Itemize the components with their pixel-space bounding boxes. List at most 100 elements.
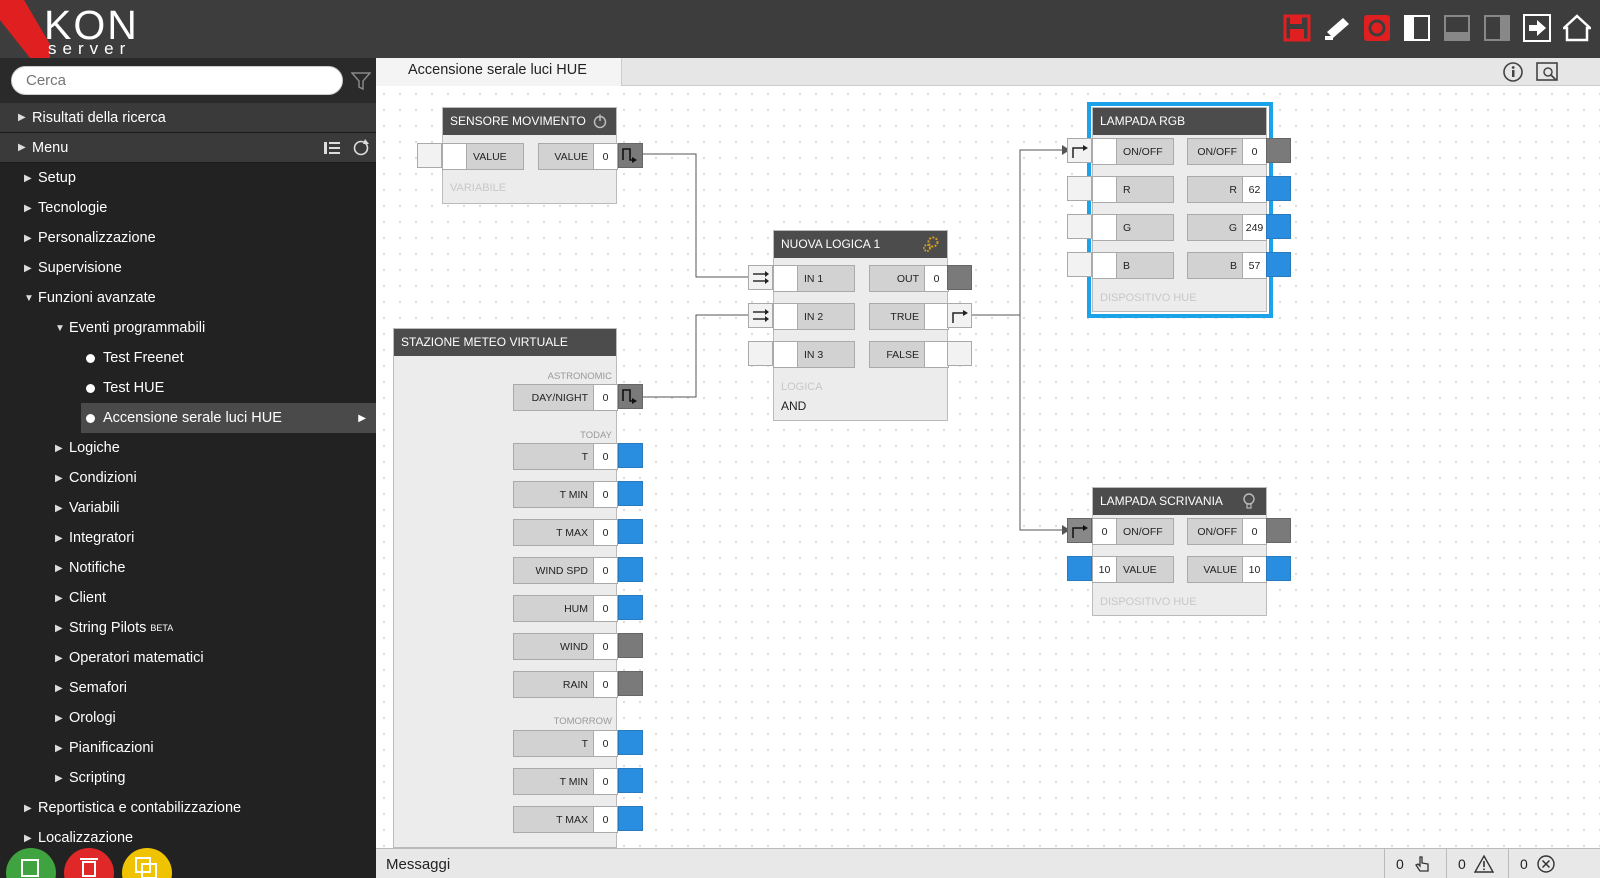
sidebar-item-operatori-matematici[interactable]: ▶Operatori matematici bbox=[0, 643, 376, 673]
panel-right-icon[interactable] bbox=[1482, 12, 1512, 44]
output-connector[interactable] bbox=[618, 730, 643, 755]
sidebar-item-localizzazione[interactable]: ▶Localizzazione bbox=[0, 823, 376, 853]
sidebar-item-test-freenet[interactable]: Test Freenet bbox=[0, 343, 376, 373]
power-icon[interactable] bbox=[592, 113, 608, 132]
gear-icon[interactable] bbox=[921, 235, 941, 256]
output-connector[interactable] bbox=[1266, 556, 1291, 581]
search-results-header[interactable]: ▶Risultati della ricerca bbox=[0, 103, 376, 133]
rgb-in-r[interactable]: R bbox=[1092, 176, 1174, 203]
filter-icon[interactable] bbox=[350, 71, 372, 96]
delete-button[interactable] bbox=[64, 848, 114, 878]
save-icon[interactable] bbox=[1282, 12, 1312, 44]
daynight-output-connector[interactable] bbox=[618, 384, 643, 409]
rgb-onoff-in-connector[interactable] bbox=[1067, 138, 1092, 163]
zoom-window-icon[interactable] bbox=[1536, 61, 1560, 88]
sidebar-item-condizioni[interactable]: ▶Condizioni bbox=[0, 463, 376, 493]
rgb-in-b[interactable]: B bbox=[1092, 252, 1174, 279]
false-connector[interactable] bbox=[947, 341, 972, 366]
logic-true[interactable]: TRUE bbox=[869, 303, 949, 330]
rgb-g-in-connector[interactable] bbox=[1067, 214, 1092, 239]
rgb-r-in-connector[interactable] bbox=[1067, 176, 1092, 201]
sidebar-item-notifiche[interactable]: ▶Notifiche bbox=[0, 553, 376, 583]
menu-header[interactable]: ▶Menu bbox=[0, 133, 376, 163]
logic-in2[interactable]: IN 2 bbox=[773, 303, 855, 330]
output-connector[interactable] bbox=[618, 443, 643, 468]
block-stazione-meteo[interactable]: STAZIONE METEO VIRTUALE bbox=[393, 328, 617, 848]
output-connector[interactable] bbox=[618, 519, 643, 544]
sidebar-item-accensione-serale[interactable]: Accensione serale luci HUE▶ bbox=[81, 403, 376, 433]
output-connector[interactable] bbox=[618, 806, 643, 831]
output-connector[interactable] bbox=[1266, 176, 1291, 201]
tab-accensione-serale[interactable]: Accensione serale luci HUE bbox=[376, 58, 622, 86]
sidebar-item-test-hue[interactable]: Test HUE bbox=[0, 373, 376, 403]
meteo-daynight[interactable]: DAY/NIGHT 0 bbox=[513, 384, 618, 411]
sidebar-item-funzioni-avanzate[interactable]: ▼Funzioni avanzate bbox=[0, 283, 376, 313]
in1-connector[interactable] bbox=[748, 265, 773, 290]
sidebar-item-personalizzazione[interactable]: ▶Personalizzazione bbox=[0, 223, 376, 253]
output-connector[interactable] bbox=[1266, 252, 1291, 277]
list-view-icon[interactable] bbox=[324, 140, 340, 160]
logout-icon[interactable] bbox=[1522, 12, 1552, 44]
output-connector[interactable] bbox=[1266, 138, 1291, 163]
sidebar-item-supervisione[interactable]: ▶Supervisione bbox=[0, 253, 376, 283]
sidebar-item-integratori[interactable]: ▶Integratori bbox=[0, 523, 376, 553]
sidebar-item-setup[interactable]: ▶Setup bbox=[0, 163, 376, 193]
sidebar-item-reportistica[interactable]: ▶Reportistica e contabilizzazione bbox=[0, 793, 376, 823]
home-icon[interactable] bbox=[1562, 12, 1592, 44]
messages-bar[interactable]: Messaggi 0 0 0 bbox=[376, 848, 1600, 878]
lightbulb-icon[interactable] bbox=[1241, 492, 1257, 513]
panel-bottom-icon[interactable] bbox=[1442, 12, 1472, 44]
output-connector[interactable] bbox=[618, 768, 643, 793]
sidebar-item-orologi[interactable]: ▶Orologi bbox=[0, 703, 376, 733]
sensor-output-connector[interactable] bbox=[618, 143, 643, 168]
sidebar-item-semafori[interactable]: ▶Semafori bbox=[0, 673, 376, 703]
desk-onoff-in-connector[interactable] bbox=[1067, 518, 1092, 543]
warning-icon[interactable] bbox=[1473, 854, 1495, 878]
sensor-output-value[interactable]: VALUE 0 bbox=[538, 143, 618, 170]
refresh-icon[interactable] bbox=[352, 139, 370, 161]
in3-connector[interactable] bbox=[748, 341, 773, 366]
duplicate-button[interactable] bbox=[122, 848, 172, 878]
sidebar-item-client[interactable]: ▶Client bbox=[0, 583, 376, 613]
sensor-input-connector[interactable] bbox=[417, 143, 442, 168]
sidebar-item-logiche[interactable]: ▶Logiche bbox=[0, 433, 376, 463]
refresh-icon[interactable] bbox=[1362, 12, 1392, 44]
panel-left-icon[interactable] bbox=[1402, 12, 1432, 44]
rgb-in-g[interactable]: G bbox=[1092, 214, 1174, 241]
edit-button[interactable] bbox=[6, 848, 56, 878]
sidebar-item-variabili[interactable]: ▶Variabili bbox=[0, 493, 376, 523]
sidebar-item-eventi-programmabili[interactable]: ▼Eventi programmabili bbox=[0, 313, 376, 343]
logic-false[interactable]: FALSE bbox=[869, 341, 949, 368]
sidebar-item-tecnologie[interactable]: ▶Tecnologie bbox=[0, 193, 376, 223]
sidebar-item-pianificazioni[interactable]: ▶Pianificazioni bbox=[0, 733, 376, 763]
info-icon[interactable] bbox=[1502, 61, 1524, 88]
brush-icon[interactable] bbox=[1322, 12, 1352, 44]
search-input[interactable] bbox=[11, 66, 343, 95]
output-connector[interactable] bbox=[618, 481, 643, 506]
rgb-in-onoff[interactable]: ON/OFF bbox=[1092, 138, 1174, 165]
sidebar-item-scripting[interactable]: ▶Scripting bbox=[0, 763, 376, 793]
logic-in3[interactable]: IN 3 bbox=[773, 341, 855, 368]
output-connector[interactable] bbox=[618, 595, 643, 620]
desk-value-in-connector[interactable] bbox=[1067, 556, 1092, 581]
output-connector[interactable] bbox=[1266, 214, 1291, 239]
true-connector[interactable] bbox=[947, 303, 972, 328]
output-connector[interactable] bbox=[618, 633, 643, 658]
